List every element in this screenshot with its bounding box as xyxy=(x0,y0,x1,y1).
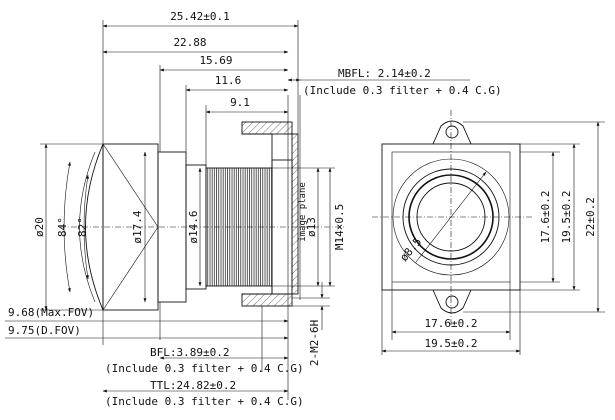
dim-total-length: 25.42±0.1 xyxy=(170,10,230,23)
holder-bottom-flange xyxy=(241,293,293,307)
bottom-ear xyxy=(432,289,472,314)
dim-22-88: 22.88 xyxy=(173,36,206,49)
arc-84 xyxy=(63,161,71,293)
bfl-note: (Include 0.3 filter + 0.4 C.G) xyxy=(105,362,304,375)
dim-height-22: 22±0.2 xyxy=(584,197,597,237)
dim-9-1: 9.1 xyxy=(230,96,250,109)
dim-height-17-6: 17.6±0.2 xyxy=(539,191,552,244)
angle-84: 84° xyxy=(56,217,69,237)
screw-callout: 2-M2-6H xyxy=(308,320,321,366)
top-ear xyxy=(432,120,472,145)
threaded-section xyxy=(205,167,273,287)
lens-dome-inner xyxy=(79,151,96,303)
dim-dia-8-5: ø8.5 xyxy=(397,235,424,264)
dim-dia-14-6: ø14.6 xyxy=(187,210,200,243)
lens-dome xyxy=(85,143,104,311)
mbfl-label: MBFL: 2.14±0.2 xyxy=(338,67,431,80)
mbfl-note: (Include 0.3 filter + 0.4 C.G) xyxy=(303,84,502,97)
side-view: 25.42±0.1 22.88 15.69 11.6 9.1 MBFL: 2.1… xyxy=(5,10,502,408)
cone-line-bottom xyxy=(102,226,159,311)
dim-dia-13: ø13 xyxy=(305,217,318,237)
dim-15-69: 15.69 xyxy=(199,54,232,67)
holder-top-flange xyxy=(241,121,293,135)
dim-d-fov: 9.75(D.FOV) xyxy=(8,324,81,337)
ttl-note: (Include 0.3 filter + 0.4 C.G) xyxy=(105,395,304,408)
dim-11-6: 11.6 xyxy=(215,74,242,87)
holder-back-plate xyxy=(291,133,299,295)
bottom-mount-hole xyxy=(445,295,459,309)
dim-dia-20: ø20 xyxy=(33,217,46,237)
dim-width-17-6: 17.6±0.2 xyxy=(425,317,478,330)
arc-82 xyxy=(83,174,89,280)
top-mount-hole xyxy=(445,125,459,139)
dim-dia-17-4: ø17.4 xyxy=(131,210,144,243)
dim-thread: M14×0.5 xyxy=(333,204,346,250)
angle-82: 82° xyxy=(76,217,89,237)
image-plane-label: image plane xyxy=(298,182,308,242)
dia-85-leader xyxy=(415,171,487,263)
front-view: ø8.5 17.6±0.2 19.5±0.2 22±0.2 17.6±0.2 1… xyxy=(372,110,605,355)
ttl-label: TTL:24.82±0.2 xyxy=(150,379,236,392)
dim-width-19-5: 19.5±0.2 xyxy=(425,337,478,350)
cone-line-top xyxy=(102,143,159,228)
bfl-label: BFL:3.89±0.2 xyxy=(150,346,229,359)
dim-max-fov: 9.68(Max.FOV) xyxy=(8,306,94,319)
dim-height-19-5: 19.5±0.2 xyxy=(560,191,573,244)
